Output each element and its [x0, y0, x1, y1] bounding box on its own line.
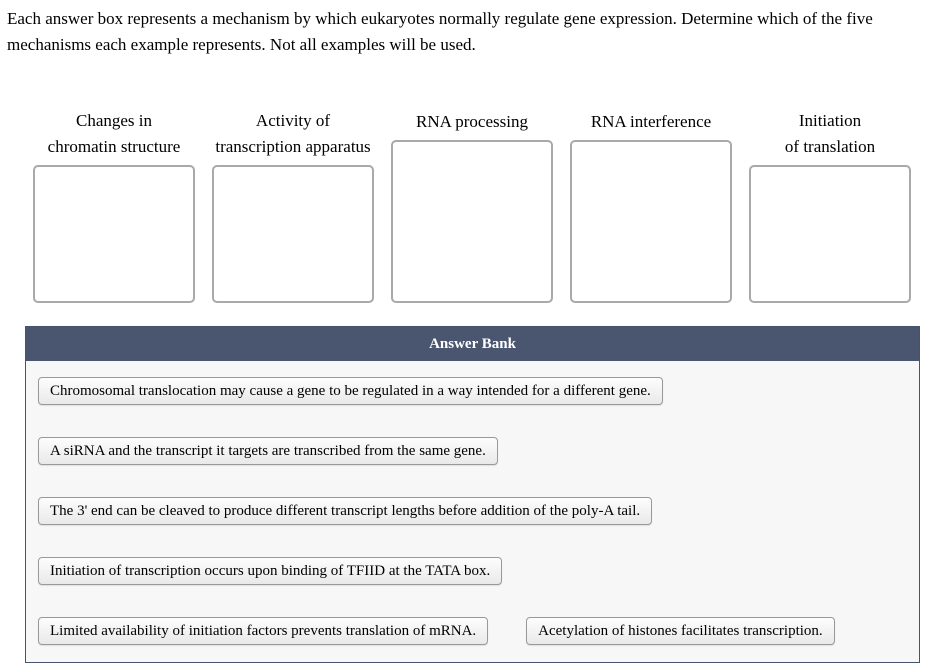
drop-box-activity-of-transcription-apparatus[interactable] — [212, 165, 374, 303]
drop-box-rna-processing[interactable] — [391, 140, 553, 303]
answer-item-chromosomal-translocation[interactable]: Chromosomal translocation may cause a ge… — [38, 377, 663, 405]
instructions-text: Each answer box represents a mechanism b… — [7, 9, 873, 54]
bin-label-line: transcription apparatus — [215, 137, 371, 156]
bin-label-line: Initiation — [798, 111, 862, 130]
answer-bank: Answer Bank Chromosomal translocation ma… — [25, 326, 920, 663]
answer-bank-body: Chromosomal translocation may cause a ge… — [26, 361, 919, 662]
answer-item-sirna-same-gene[interactable]: A siRNA and the transcript it targets ar… — [38, 437, 498, 465]
answer-bank-row: Initiation of transcription occurs upon … — [38, 557, 907, 585]
bin-initiation-of-translation: Initiation of translation — [749, 107, 911, 303]
bin-changes-in-chromatin-structure: Changes in chromatin structure — [33, 107, 195, 303]
bin-label: RNA processing — [391, 109, 553, 135]
bin-label: RNA interference — [570, 109, 732, 135]
answer-item-histone-acetylation[interactable]: Acetylation of histones facilitates tran… — [526, 617, 835, 645]
bin-label: Activity of transcription apparatus — [212, 108, 374, 160]
bin-rna-processing: RNA processing — [391, 107, 553, 303]
answer-bank-row: Chromosomal translocation may cause a ge… — [38, 377, 907, 405]
drop-box-changes-in-chromatin-structure[interactable] — [33, 165, 195, 303]
bin-label-line: RNA processing — [416, 112, 528, 131]
drop-box-initiation-of-translation[interactable] — [749, 165, 911, 303]
answer-bank-row: Limited availability of initiation facto… — [38, 617, 907, 645]
bin-activity-of-transcription-apparatus: Activity of transcription apparatus — [212, 107, 374, 303]
bin-label-line: of translation — [784, 137, 876, 156]
bin-label: Changes in chromatin structure — [33, 108, 195, 160]
bin-label: Initiation of translation — [749, 108, 911, 160]
bin-label-line: Activity of — [255, 111, 331, 130]
bin-label-line: Changes in — [75, 111, 153, 130]
answer-bank-row: A siRNA and the transcript it targets ar… — [38, 437, 907, 465]
answer-bank-header: Answer Bank — [26, 327, 919, 361]
answer-bank-row: The 3' end can be cleaved to produce dif… — [38, 497, 907, 525]
answer-item-tfiid-tata-box[interactable]: Initiation of transcription occurs upon … — [38, 557, 503, 585]
bin-label-line: chromatin structure — [47, 137, 181, 156]
answer-item-limited-initiation-factors[interactable]: Limited availability of initiation facto… — [38, 617, 489, 645]
bin-rna-interference: RNA interference — [570, 107, 732, 303]
bin-label-line: RNA interference — [590, 112, 712, 131]
answer-item-3-prime-end-cleaved[interactable]: The 3' end can be cleaved to produce dif… — [38, 497, 653, 525]
drop-box-rna-interference[interactable] — [570, 140, 732, 303]
drop-bins-row: Changes in chromatin structure Activity … — [33, 107, 933, 303]
